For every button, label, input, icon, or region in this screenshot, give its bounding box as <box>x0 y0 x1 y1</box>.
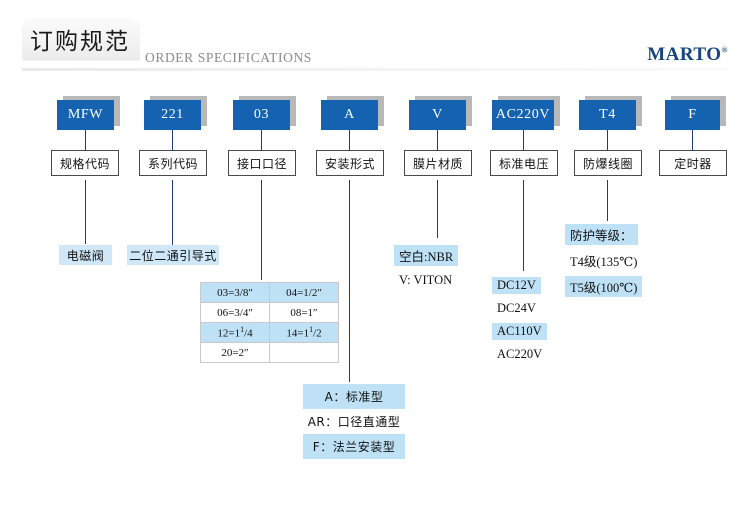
label-text: 规格代码 <box>59 156 110 171</box>
code-box-text: MFW <box>67 107 104 122</box>
code-box-text: AC220V <box>495 107 551 122</box>
header-divider <box>22 68 728 71</box>
code-box-text: A <box>344 107 355 122</box>
label-text: 定时器 <box>674 156 712 171</box>
mount-type-row: F：法兰安装型 <box>303 434 405 459</box>
connector-detail-diaphragm <box>437 180 438 238</box>
label-box-diaphragm: 膜片材质 <box>404 150 472 176</box>
diaphragm-option-0: 空白:NBR <box>394 245 459 266</box>
explosion-proof-option-list: 防护等级： T4级(135℃) T5级(100℃) <box>565 224 643 302</box>
diaphragm-option-1: V: VITON <box>399 273 453 287</box>
code-box-text: 03 <box>253 107 270 122</box>
voltage-option-2: AC110V <box>492 323 547 340</box>
connector-detail-series-code <box>172 180 173 252</box>
label-text: 接口口径 <box>236 156 287 171</box>
port-size-cell: 06=3/4″ <box>200 302 270 323</box>
callout-spec-code: 电磁阀 <box>59 245 112 265</box>
connector-detail-voltage <box>523 180 524 271</box>
explosion-proof-option-1: T4级(135℃) <box>570 255 638 269</box>
mount-type-row: A：标准型 <box>303 384 405 409</box>
registered-mark-icon: ® <box>721 45 728 55</box>
mount-type-row: AR：口径直通型 <box>303 409 405 434</box>
voltage-option-3: AC220V <box>497 347 543 361</box>
port-size-row: 03=3/8″04=1/2″ <box>200 282 339 303</box>
explosion-proof-option-0: 防护等级： <box>565 224 638 245</box>
connector-detail-spec-code <box>85 180 86 244</box>
label-box-timer: 定时器 <box>659 150 727 176</box>
label-text: 膜片材质 <box>412 156 463 171</box>
code-box-text: T4 <box>599 107 616 122</box>
connector-detail-explosion-proof <box>607 180 608 221</box>
label-text: 标准电压 <box>498 156 549 171</box>
connector-code-label-5 <box>523 130 524 150</box>
label-box-series-code: 系列代码 <box>139 150 207 176</box>
brand-name: MARTO <box>647 44 722 65</box>
port-size-row: 20=2″ <box>200 342 339 363</box>
label-box-port-size: 接口口径 <box>228 150 296 176</box>
callout-text: 电磁阀 <box>66 248 105 263</box>
connector-code-label-7 <box>692 130 693 150</box>
callout-series-code: 二位二通引导式 <box>127 245 219 265</box>
code-box-text: F <box>688 107 697 122</box>
port-size-cell: 08=1″ <box>269 302 339 323</box>
code-box-text: V <box>432 107 443 122</box>
connector-code-label-3 <box>349 130 350 150</box>
page-title-en: ORDER SPECIFICATIONS <box>145 50 312 65</box>
callout-text: 二位二通引导式 <box>129 248 217 263</box>
mount-type-cell: F：法兰安装型 <box>303 434 405 459</box>
label-box-mount-type: 安装形式 <box>316 150 384 176</box>
explosion-proof-option-2: T5级(100℃) <box>565 276 643 297</box>
connector-detail-port-size <box>261 180 262 280</box>
port-size-row: 06=3/4″08=1″ <box>200 302 339 323</box>
port-size-cell: 12=11/4 <box>200 322 270 343</box>
connector-code-label-6 <box>607 130 608 150</box>
header-tab-shape <box>22 18 140 60</box>
mount-type-cell: AR：口径直通型 <box>303 409 405 434</box>
mount-type-cell: A：标准型 <box>303 384 405 409</box>
page-title-cn: 订购规范 <box>30 29 130 55</box>
voltage-option-list: DC12V DC24V AC110V AC220V <box>492 276 547 368</box>
label-text: 系列代码 <box>147 156 198 171</box>
port-size-cell: 04=1/2″ <box>269 282 339 303</box>
voltage-option-0: DC12V <box>492 277 541 294</box>
connector-code-label-1 <box>172 130 173 150</box>
label-box-voltage: 标准电压 <box>490 150 558 176</box>
connector-detail-mount-type <box>349 180 350 382</box>
port-size-cell: 14=11/2 <box>269 322 339 343</box>
label-text: 防爆线圈 <box>582 156 633 171</box>
voltage-option-1: DC24V <box>497 301 536 315</box>
connector-code-label-2 <box>261 130 262 150</box>
label-box-explosion-proof: 防爆线圈 <box>574 150 642 176</box>
port-size-cell <box>269 342 339 363</box>
label-text: 安装形式 <box>324 156 375 171</box>
code-box-text: 221 <box>161 107 184 122</box>
connector-code-label-0 <box>85 130 86 150</box>
brand-logo: MARTO® <box>647 44 728 66</box>
port-size-cell: 20=2″ <box>200 342 270 363</box>
port-size-cell: 03=3/8″ <box>200 282 270 303</box>
diaphragm-option-list: 空白:NBR V: VITON <box>394 245 459 294</box>
label-box-spec-code: 规格代码 <box>51 150 119 176</box>
connector-code-label-4 <box>437 130 438 150</box>
